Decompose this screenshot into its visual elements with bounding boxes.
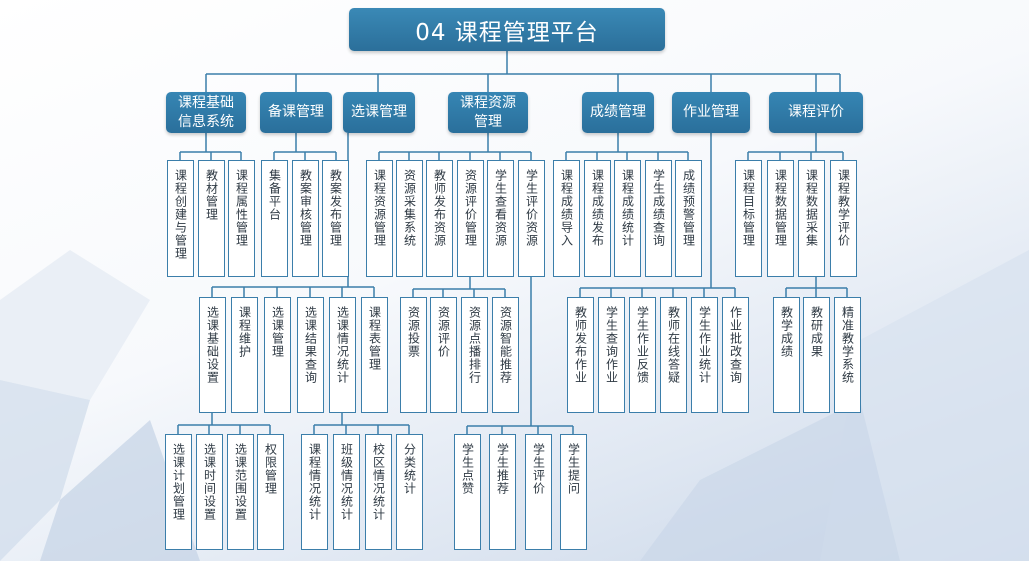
node-course-maintain: 课程维护 — [231, 297, 258, 413]
category-homework: 作业管理 — [672, 92, 750, 133]
node-selection-basic: 选课基础设置 — [199, 297, 226, 413]
node-resource-collect: 资源采集系统 — [396, 160, 423, 277]
node-selection-plan: 选课计划管理 — [165, 434, 192, 550]
node-selection-result: 选课结果查询 — [297, 297, 324, 413]
node-hw-grading-query: 作业批改查询 — [722, 297, 749, 413]
node-student-eval-res: 学生评价资源 — [518, 160, 545, 277]
node-plan-review: 教案审核管理 — [292, 160, 319, 277]
node-permission: 权限管理 — [257, 434, 284, 550]
node-student-like: 学生点赞 — [454, 434, 481, 550]
node-student-view-res: 学生查看资源 — [487, 160, 514, 277]
node-textbook: 教材管理 — [198, 160, 225, 277]
category-lesson-prep: 备课管理 — [260, 92, 332, 133]
node-plan-publish: 教案发布管理 — [322, 160, 349, 277]
node-research-results: 教研成果 — [803, 297, 830, 413]
node-campus-stats: 校区情况统计 — [365, 434, 392, 550]
root-node-title: 04 课程管理平台 — [349, 8, 665, 51]
node-resource-vote: 资源投票 — [400, 297, 427, 413]
category-course-info-system: 课程基础信息系统 — [166, 92, 246, 133]
node-teacher-assign: 教师发布作业 — [567, 297, 594, 413]
node-group-prep: 集备平台 — [261, 160, 288, 277]
node-teacher-publish-res: 教师发布资源 — [426, 160, 453, 277]
node-precision-teaching: 精准教学系统 — [834, 297, 861, 413]
node-selection-scope: 选课范围设置 — [227, 434, 254, 550]
category-course-selection: 选课管理 — [343, 92, 415, 133]
node-course-goal: 课程目标管理 — [735, 160, 762, 277]
node-student-hw-stats: 学生作业统计 — [691, 297, 718, 413]
node-teaching-eval: 课程教学评价 — [830, 160, 857, 277]
category-grades: 成绩管理 — [582, 92, 654, 133]
node-course-stats: 课程情况统计 — [301, 434, 328, 550]
category-course-evaluation: 课程评价 — [769, 92, 863, 133]
node-selection-manage: 选课管理 — [264, 297, 291, 413]
node-grade-query: 学生成绩查询 — [645, 160, 672, 277]
node-resource-eval: 资源评价 — [430, 297, 457, 413]
node-grade-import: 课程成绩导入 — [553, 160, 580, 277]
node-student-eval: 学生评价 — [525, 434, 552, 550]
node-category-stats: 分类统计 — [396, 434, 423, 550]
node-course-attr: 课程属性管理 — [228, 160, 255, 277]
node-course-data: 课程数据管理 — [767, 160, 794, 277]
node-grade-warning: 成绩预警管理 — [675, 160, 702, 277]
node-grade-publish: 课程成绩发布 — [584, 160, 611, 277]
node-resource-recommend: 资源智能推荐 — [492, 297, 519, 413]
node-student-hw-feedback: 学生作业反馈 — [629, 297, 656, 413]
node-class-stats: 班级情况统计 — [333, 434, 360, 550]
node-grade-stats: 课程成绩统计 — [614, 160, 641, 277]
node-teacher-qa: 教师在线答疑 — [660, 297, 687, 413]
node-course-create: 课程创建与管理 — [167, 160, 194, 277]
node-student-hw-query: 学生查询作业 — [598, 297, 625, 413]
node-selection-stats: 选课情况统计 — [329, 297, 356, 413]
node-resource-eval-manage: 资源评价管理 — [457, 160, 484, 277]
category-course-resources: 课程资源管理 — [448, 92, 528, 133]
node-teaching-results: 教学成绩 — [773, 297, 800, 413]
node-timetable: 课程表管理 — [361, 297, 388, 413]
node-resource-manage: 课程资源管理 — [366, 160, 393, 277]
node-selection-time: 选课时间设置 — [196, 434, 223, 550]
node-resource-rank: 资源点播排行 — [461, 297, 488, 413]
node-student-recommend: 学生推荐 — [489, 434, 516, 550]
node-student-question: 学生提问 — [560, 434, 587, 550]
node-data-collect: 课程数据采集 — [798, 160, 825, 277]
